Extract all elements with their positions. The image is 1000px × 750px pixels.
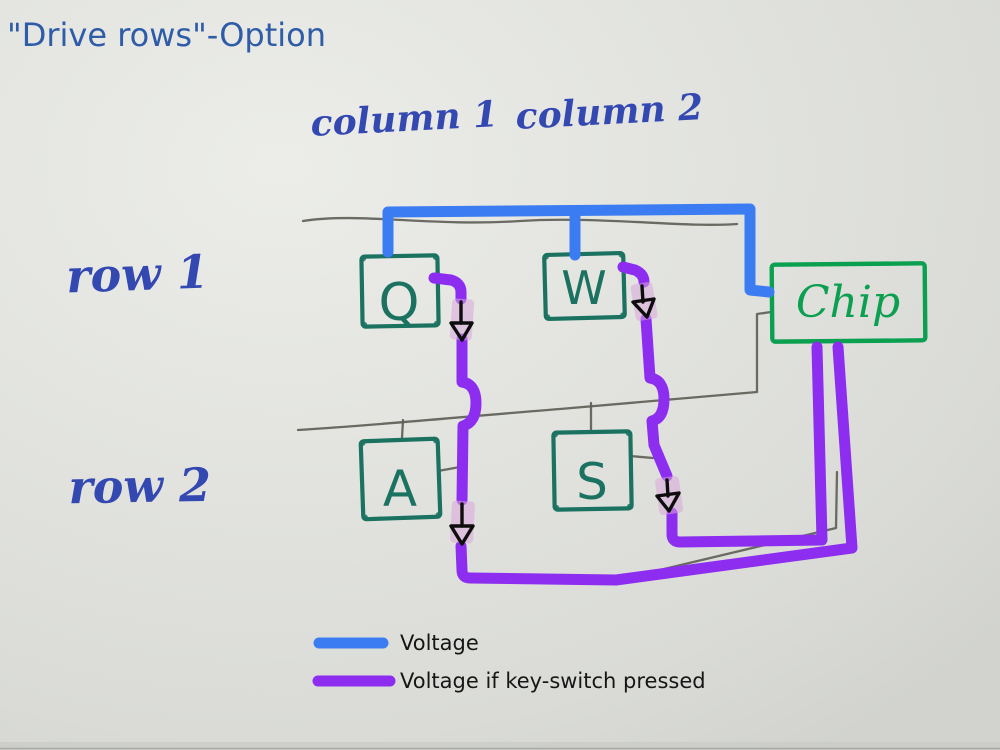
pressed-line-column1: [428, 272, 858, 586]
voltage-line-main: [382, 203, 775, 298]
chip-box: [769, 261, 928, 344]
legend: Voltage Voltage if key-switch pressed: [312, 631, 706, 693]
legend-label-voltage: Voltage: [400, 631, 479, 655]
pencil-chip-bottom-trace: [641, 470, 839, 576]
chip-label: Chip: [796, 277, 900, 328]
pencil-row1-line: [301, 216, 739, 226]
key-box-q: [359, 253, 441, 329]
column-label-2: column 2: [515, 86, 705, 138]
legend-label-pressed: Voltage if key-switch pressed: [400, 669, 706, 693]
pressed-line-column2: [617, 261, 828, 548]
key-box-a: [358, 436, 443, 522]
key-label-q: Q: [379, 273, 420, 333]
diode-down-icon: [449, 500, 475, 546]
key-box-s: [551, 429, 634, 512]
key-label-s: S: [576, 453, 608, 511]
row-label-1: row 1: [65, 245, 209, 304]
paper-bottom-edge: [0, 742, 1000, 750]
diode-down-icon: [655, 476, 684, 515]
key-box-w: [542, 250, 627, 322]
pencil-stub-a-top: [400, 418, 405, 440]
voltage-line-blue: [382, 203, 775, 298]
page-title: "Drive rows"-Option: [7, 16, 326, 54]
column-label-1: column 1: [310, 93, 500, 145]
key-label-a: A: [383, 460, 417, 518]
pencil-stub-s-right: [628, 454, 655, 460]
key-label-w: W: [561, 261, 606, 315]
row-label-2: row 2: [68, 458, 211, 514]
pencil-stub-a-right: [436, 465, 462, 473]
pencil-row2-line: [296, 310, 773, 432]
diode-down-icon: [630, 281, 658, 321]
diode-down-icon: [449, 298, 475, 342]
